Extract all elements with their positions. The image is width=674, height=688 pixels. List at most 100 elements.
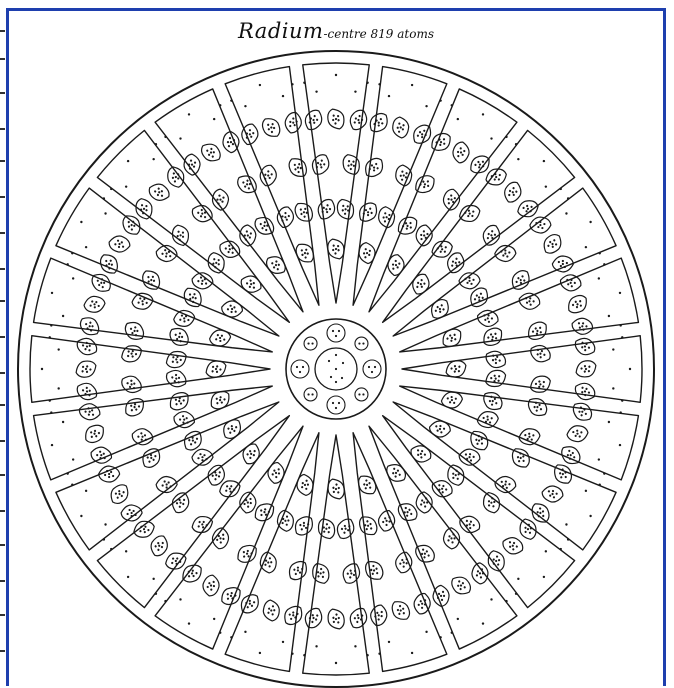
atom-dot xyxy=(182,502,185,505)
atom-dot xyxy=(531,438,533,440)
atom-dot xyxy=(215,368,218,371)
atom-dot xyxy=(581,391,584,394)
atom-dot xyxy=(506,487,509,490)
atom-dot xyxy=(230,99,232,101)
atom-dot xyxy=(335,662,337,664)
atom-dot xyxy=(212,581,215,584)
atom-dot xyxy=(490,417,492,419)
atom-dot xyxy=(296,569,299,572)
atom-dot xyxy=(458,580,461,583)
atom-dot xyxy=(97,305,99,307)
ovoid-body xyxy=(393,550,414,574)
atom-dot xyxy=(451,399,453,401)
atom-dot xyxy=(51,292,53,294)
atom-dot xyxy=(95,301,97,303)
atom-dot xyxy=(423,501,425,503)
atom-dot xyxy=(85,386,88,389)
atom-dot xyxy=(97,432,100,435)
atom-dot xyxy=(398,262,401,265)
atom-dot xyxy=(404,506,407,509)
atom-dot xyxy=(457,584,460,587)
atom-dot xyxy=(382,216,384,218)
atom-dot xyxy=(539,224,541,226)
segment-outline xyxy=(97,416,289,608)
atom-dot xyxy=(197,457,199,459)
atom-dot xyxy=(423,186,426,189)
atom-dot xyxy=(82,344,85,347)
atom-dot xyxy=(402,565,405,568)
atom-dot xyxy=(421,133,424,136)
ovoid-body xyxy=(148,533,171,559)
atom-dot xyxy=(105,259,108,262)
atom-dot xyxy=(131,515,133,517)
atom-dot xyxy=(418,131,421,134)
atom-dot xyxy=(543,576,545,578)
atom-dot xyxy=(329,208,332,211)
atom-dot xyxy=(512,548,515,551)
atom-dot xyxy=(154,455,157,458)
atom-dot xyxy=(451,632,453,634)
atom-dot xyxy=(110,548,112,550)
atom-dot xyxy=(320,568,323,571)
atom-dot xyxy=(272,605,274,607)
atom-dot xyxy=(215,262,218,265)
atom-dot xyxy=(335,248,338,251)
atom-dot xyxy=(219,396,222,399)
atom-dot xyxy=(62,315,64,317)
ovoid-body xyxy=(395,164,413,186)
atom-dot xyxy=(250,604,253,607)
atom-dot xyxy=(264,508,267,511)
atom-dot xyxy=(509,189,512,192)
atom-dot xyxy=(378,652,380,654)
atom-dot xyxy=(136,329,139,332)
atom-dot xyxy=(179,340,182,343)
atom-dot xyxy=(598,277,600,279)
ovoid-body xyxy=(451,141,470,164)
atom-dot xyxy=(234,310,237,313)
atom-dot xyxy=(230,485,233,488)
ovoid-body xyxy=(339,560,363,586)
atom-dot xyxy=(245,238,247,240)
atom-dot xyxy=(335,368,337,370)
atom-dot xyxy=(200,276,203,279)
atom-dot xyxy=(249,279,252,282)
segment-outline xyxy=(303,63,370,303)
atom-dot xyxy=(217,334,219,336)
atom-dot xyxy=(222,197,224,199)
atom-dot xyxy=(156,193,159,196)
atom-dot xyxy=(491,400,494,403)
atom-dot xyxy=(197,280,200,283)
atom-dot xyxy=(457,118,459,120)
ovoid-body xyxy=(155,244,178,263)
atom-dot xyxy=(188,113,190,115)
atom-dot xyxy=(71,252,73,254)
atom-dot xyxy=(108,262,111,265)
atom-dot xyxy=(127,350,130,353)
atom-dot xyxy=(221,335,223,337)
atom-dot xyxy=(304,207,307,210)
ovoid-body xyxy=(146,181,172,204)
atom-dot xyxy=(300,528,303,531)
ovoid-body xyxy=(301,107,325,133)
atom-dot xyxy=(242,551,245,554)
atom-dot xyxy=(259,652,261,654)
atom-dot xyxy=(144,434,147,437)
atom-dot xyxy=(50,411,52,413)
atom-dot xyxy=(450,367,453,370)
atom-dot xyxy=(457,370,460,373)
atom-dot xyxy=(599,484,601,486)
atom-dot xyxy=(450,339,453,342)
atom-dot xyxy=(134,326,137,329)
atom-dot xyxy=(521,275,524,278)
atom-dot xyxy=(260,509,263,512)
atom-dot xyxy=(301,486,303,488)
atom-dot xyxy=(364,256,366,258)
atom-dot xyxy=(216,370,219,373)
atom-dot xyxy=(533,406,536,409)
atom-dot xyxy=(225,489,228,492)
atom-dot xyxy=(190,160,192,162)
atom-dot xyxy=(523,279,526,282)
atom-dot xyxy=(335,118,338,121)
atom-dot xyxy=(303,654,305,656)
atom-dot xyxy=(89,321,92,324)
